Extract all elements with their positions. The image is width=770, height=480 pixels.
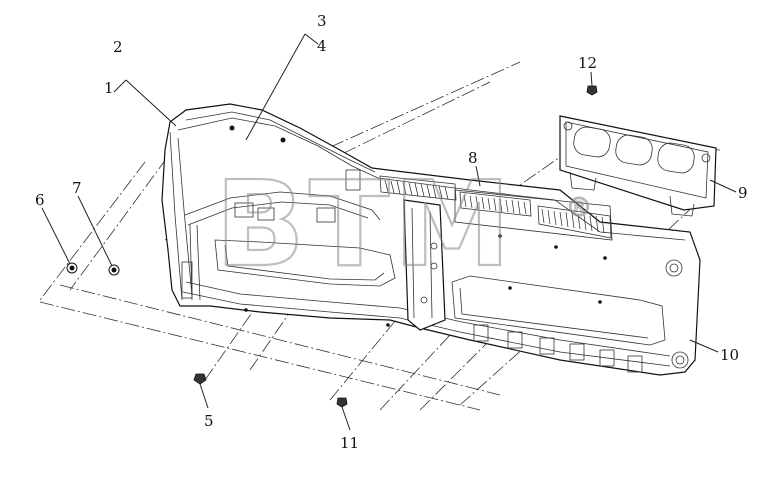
- callout-2: 2: [113, 38, 123, 56]
- grille-mesh: [379, 175, 612, 239]
- leader-lines: [41, 33, 737, 431]
- bolt-12: [586, 85, 598, 96]
- watermark-text: BTM: [215, 155, 515, 293]
- callout-12: 12: [578, 54, 597, 72]
- fastener-7: [108, 264, 120, 276]
- callout-5: 5: [204, 412, 214, 430]
- callout-10: 10: [720, 346, 739, 364]
- registered-mark: ®: [566, 193, 592, 223]
- fastener-6: [66, 262, 78, 274]
- callout-11: 11: [340, 434, 359, 452]
- bumper-panel: [161, 103, 701, 376]
- tow-hook-row: [473, 324, 643, 373]
- callout-3: 3: [317, 12, 327, 30]
- bolt-5: [193, 373, 207, 385]
- callout-4: 4: [317, 37, 327, 55]
- callout-7: 7: [72, 179, 82, 197]
- callout-6: 6: [35, 191, 45, 209]
- watermark: BTM ®: [214, 154, 593, 294]
- callout-1: 1: [104, 79, 114, 97]
- callout-8: 8: [468, 149, 478, 167]
- callout-labels: 1 2 3 4 5 6 7 8 9 10 11 12: [35, 12, 748, 452]
- lamp-bracket: [559, 115, 717, 217]
- callout-9: 9: [738, 184, 748, 202]
- bolt-11: [336, 397, 348, 408]
